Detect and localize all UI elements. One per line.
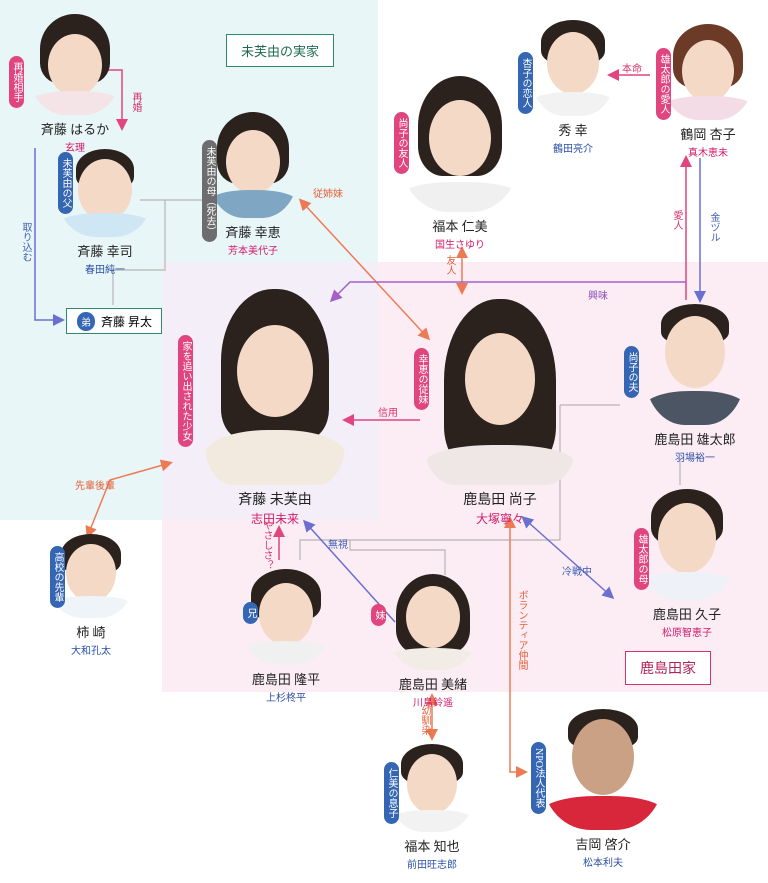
keisuke-actor: 松本利夫 xyxy=(583,858,623,869)
person-ryuhei[interactable]: 鹿島田 隆平 上杉柊平 xyxy=(226,565,346,704)
yukie-photo xyxy=(208,108,298,218)
haruka-photo xyxy=(29,10,121,115)
kyoko-actor: 真木恵未 xyxy=(688,148,728,159)
rel-kanezuru: 金ヅル xyxy=(708,212,719,242)
person-kakizaki[interactable]: 柿 崎 大和孔太 xyxy=(26,530,156,657)
yukie-name: 斉藤 幸恵 xyxy=(225,225,281,240)
kyoko-name: 鶴岡 杏子 xyxy=(680,127,736,142)
kakizaki-actor: 大和孔太 xyxy=(71,646,111,657)
hideyuki-tag: 杏子の恋人 xyxy=(518,52,533,114)
hitomi-tag: 尚子の友人 xyxy=(394,112,409,174)
koji-actor: 春田純一 xyxy=(85,265,125,276)
rel-yasashisa: やさしさ？ xyxy=(261,520,272,570)
rel-torikomu: 取り込む xyxy=(20,222,31,262)
hitomi-name: 福本 仁美 xyxy=(432,219,488,234)
rel-mushi: 無視 xyxy=(328,540,348,551)
haruka-name: 斉藤 はるか xyxy=(40,122,110,137)
rel-senpai-kohai: 先輩後輩 xyxy=(75,481,115,492)
person-koji[interactable]: 斉藤 幸司 春田純一 xyxy=(40,145,170,276)
mifuyu-actor: 志田未来 xyxy=(250,512,299,526)
mio-name: 鹿島田 美緒 xyxy=(398,677,468,692)
keisuke-photo xyxy=(543,705,663,830)
kakizaki-tag: 高校の先輩 xyxy=(50,546,65,608)
rel-osananajimi: 幼馴染 xyxy=(419,705,430,735)
rel-itoko: 従姉妹 xyxy=(313,189,343,200)
hisako-tag: 雄太郎の母 xyxy=(634,528,649,590)
kyoko-photo xyxy=(663,20,753,120)
mifuyu-name: 斉藤 未芙由 xyxy=(238,493,312,508)
rel-saikon: 再婚 xyxy=(130,92,141,112)
hisako-actor: 松原智恵子 xyxy=(662,628,712,639)
rel-reisenchu: 冷戦中 xyxy=(562,567,592,578)
mifuyu-tag: 家を追い出された少女 xyxy=(178,335,193,447)
yutaro-tag: 尚子の夫 xyxy=(624,346,639,398)
person-keisuke[interactable]: 吉岡 啓介 松本利夫 xyxy=(528,705,678,869)
tomoya-tag: 仁美の息子 xyxy=(384,762,399,824)
hitomi-photo xyxy=(400,72,520,212)
mio-actor: 川島鈴遥 xyxy=(413,698,453,709)
rel-yujin: 友人 xyxy=(444,255,455,275)
tomoya-actor: 前田旺志郎 xyxy=(407,860,457,871)
shota-tag: 弟 xyxy=(77,311,95,331)
person-hideyuki[interactable]: 秀 幸 鶴田亮介 xyxy=(508,16,638,155)
hideyuki-photo xyxy=(531,16,615,116)
person-tomoya[interactable]: 福本 知也 前田旺志郎 xyxy=(372,740,492,871)
naoko-tag: 幸恵の従妹 xyxy=(414,348,429,410)
kyoko-tag: 雄太郎の愛人 xyxy=(656,48,671,120)
koji-tag: 未芙由の父 xyxy=(58,152,73,214)
rel-shinyo: 信用 xyxy=(378,408,398,419)
person-yutaro[interactable]: 鹿島田 雄太郎 羽場裕一 xyxy=(630,300,760,464)
koji-name: 斉藤 幸司 xyxy=(77,244,133,259)
person-naoko[interactable]: 鹿島田 尚子 大塚寧々 xyxy=(425,295,575,527)
rel-volunteer: ボランティア仲間 xyxy=(516,590,527,670)
ryuhei-name: 鹿島田 隆平 xyxy=(251,672,321,687)
tomoya-name: 福本 知也 xyxy=(404,839,460,854)
shota-name: 斉藤 昇太 xyxy=(101,314,153,329)
naoko-actor: 大塚寧々 xyxy=(475,512,524,526)
mio-tag: 妹 xyxy=(371,604,386,626)
koji-photo xyxy=(59,145,151,237)
keisuke-tag: NPO法人代表 xyxy=(531,742,546,815)
ryuhei-tag: 兄 xyxy=(243,602,258,624)
naoko-photo xyxy=(425,295,575,485)
naoko-name: 鹿島田 尚子 xyxy=(463,493,537,508)
kakizaki-photo xyxy=(49,530,133,618)
yutaro-actor: 羽場裕一 xyxy=(675,453,715,464)
rel-aijin: 愛人 xyxy=(671,210,682,230)
tomoya-photo xyxy=(390,740,474,832)
keisuke-name: 吉岡 啓介 xyxy=(575,837,631,852)
hideyuki-name: 秀 幸 xyxy=(558,123,588,138)
rel-kyomi: 興味 xyxy=(588,291,608,302)
mifuyu-photo xyxy=(205,285,345,485)
yukie-actor: 芳本美代子 xyxy=(228,246,278,257)
person-yukie[interactable]: 斉藤 幸恵 芳本美代子 xyxy=(188,108,318,257)
rel-honmei: 本命 xyxy=(622,64,642,75)
person-mifuyu[interactable]: 斉藤 未芙由 志田未来 xyxy=(205,285,345,527)
yutaro-photo xyxy=(645,300,745,425)
hisako-name: 鹿島田 久子 xyxy=(652,607,722,622)
person-shota[interactable]: 弟 斉藤 昇太 xyxy=(66,308,162,334)
yutaro-name: 鹿島田 雄太郎 xyxy=(654,432,736,447)
hisako-photo xyxy=(637,485,737,600)
yukie-tag: 未芙由の母（死去） xyxy=(202,140,217,242)
ryuhei-actor: 上杉柊平 xyxy=(266,693,306,704)
hitomi-actor: 国生さゆり xyxy=(435,240,485,251)
person-haruka[interactable]: 斉藤 はるか 玄理 xyxy=(10,10,140,154)
saito-family-label: 未芙由の実家 xyxy=(226,34,335,67)
person-hisako[interactable]: 鹿島田 久子 松原智恵子 xyxy=(622,485,752,639)
hideyuki-actor: 鶴田亮介 xyxy=(553,144,593,155)
haruka-tag: 再婚相手 xyxy=(9,56,24,108)
person-mio[interactable]: 鹿島田 美緒 川島鈴遥 xyxy=(373,570,493,709)
person-kyoko[interactable]: 鶴岡 杏子 真木恵未 xyxy=(648,20,768,159)
haruka-actor: 玄理 xyxy=(65,143,85,154)
ryuhei-photo xyxy=(241,565,331,665)
person-hitomi[interactable]: 福本 仁美 国生さゆり xyxy=(395,72,525,251)
mio-photo xyxy=(388,570,478,670)
kashimada-family-label: 鹿島田家 xyxy=(625,651,711,685)
kakizaki-name: 柿 崎 xyxy=(76,625,106,640)
